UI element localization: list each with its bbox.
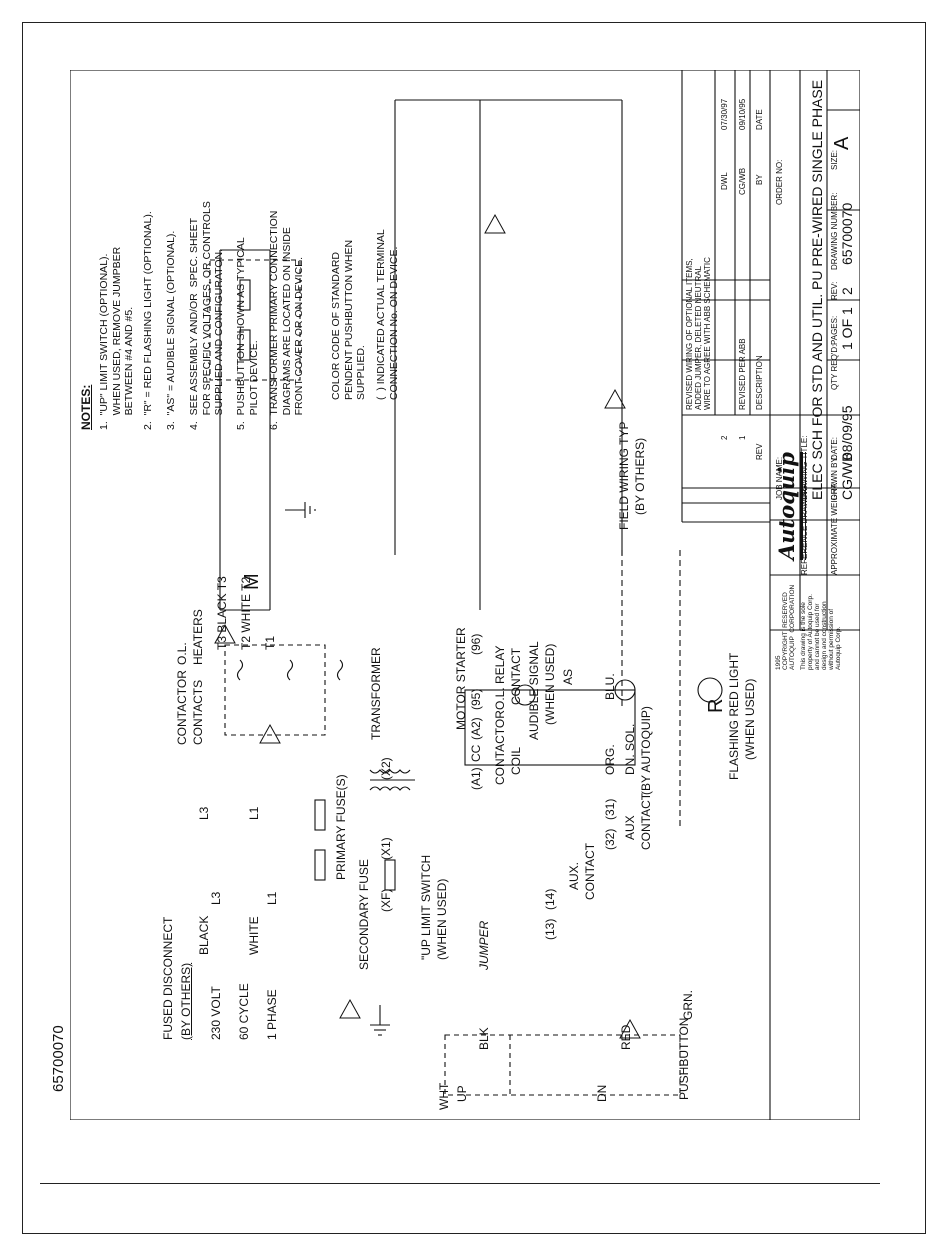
rev-triangle-2	[259, 723, 281, 744]
title-block-text: REVISED WIRING OF OPTIONAL ITEMS, ADDED …	[70, 70, 860, 1120]
drawing-title-label: DRAWING TITLE:	[800, 435, 809, 500]
rev-head-desc: DESCRIPTION	[755, 355, 764, 410]
order-no-label: ORDER NO:	[775, 159, 784, 205]
footer-rule	[40, 1183, 880, 1184]
schematic-lines	[70, 70, 860, 1120]
as-circle	[614, 679, 636, 701]
pages-label: PAGES:	[830, 315, 839, 345]
rev-triangle-4	[604, 388, 626, 409]
motor-starter-box	[464, 689, 636, 766]
size-label: SIZE:	[830, 149, 839, 170]
drawing-title: ELEC SCH FOR STD AND UTIL. PU PRE-WIRED …	[809, 79, 825, 500]
rev-2-date: 07/30/97	[720, 98, 729, 130]
rev-triangle-3	[619, 1018, 641, 1039]
job-name-label: JOB NAME:	[775, 456, 784, 500]
drawn-by-label: DRAWN BY:	[830, 455, 839, 500]
size-value: A	[831, 136, 853, 150]
ground-symbol-1	[370, 1005, 390, 1036]
rev-head-rev: REV	[755, 443, 764, 460]
cc-coil-circle	[514, 684, 536, 706]
qty-label: QTY REQ'D:	[830, 344, 839, 390]
rev-1-by: CG/WB	[738, 167, 747, 195]
date-label: DATE:	[830, 437, 839, 460]
outer-frame	[22, 22, 926, 1234]
pages: 1 OF 1	[839, 307, 855, 350]
rev-triangle-1	[339, 998, 361, 1019]
rev-head-by: BY	[755, 174, 764, 185]
pushbutton-box	[444, 1034, 681, 1096]
rev-label: REV:	[830, 281, 839, 300]
schematic-sheet: 230 VOLT 60 CYCLE 1 PHASE L3 L1 FUSED DI…	[70, 70, 860, 1120]
drawing-number: 65700070	[839, 202, 855, 265]
rev-triangle-6	[484, 213, 506, 234]
ground-symbol-2	[285, 502, 316, 518]
rev-head-date: DATE	[755, 109, 764, 130]
contactor-box	[224, 644, 326, 736]
copyright: 1995 COPYRIGHT RESERVED AUTOQUIP CORPORA…	[775, 584, 796, 670]
drawing-number-label: DRAWING NUMBER:	[830, 192, 839, 270]
property-notice: This drawing is the sole property of Aut…	[800, 594, 842, 670]
fused-disconnect-box	[209, 259, 301, 381]
r-light-circle	[697, 677, 723, 703]
rev-2-num: 2	[720, 435, 729, 440]
rev-1-num: 1	[738, 435, 747, 440]
rev-value: 2	[839, 287, 855, 295]
drawn-date: 08/09/95	[839, 405, 855, 461]
rev-triangle-5	[214, 623, 236, 644]
rev-1-desc: REVISED PER ABB	[738, 338, 747, 410]
rev-1-date: 09/10/95	[738, 98, 747, 130]
rev-2-by: DWL	[720, 172, 729, 190]
rev-2-desc: REVISED WIRING OF OPTIONAL ITEMS, ADDED …	[685, 257, 712, 410]
side-drawing-number: 65700070	[50, 1025, 67, 1092]
